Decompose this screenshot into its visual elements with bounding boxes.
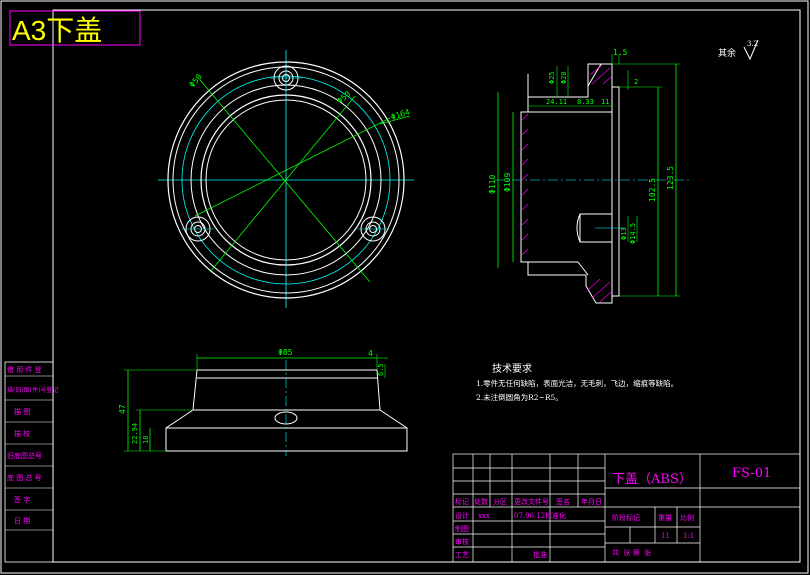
side-dim-depth-c: 11 — [601, 98, 609, 106]
left-strip: 借 用 件 登 描(旧)图(件)号登记 描 图 描 校 旧底图总号 底 图 总 … — [4, 361, 58, 563]
front-view: Φ85 4 6.5 47 22.94 18 — [118, 348, 408, 456]
top-dim-2: Φ50 — [336, 89, 353, 105]
weight-header: 重量 — [658, 514, 672, 522]
title-block — [452, 453, 801, 563]
top-view: Φ50 Φ50 Φ164 — [158, 50, 414, 308]
side-dim-depth-a: 24.11 — [546, 98, 567, 106]
side-dim-lower-a: Φ13 — [620, 227, 628, 240]
rev-header-2: 处数 — [474, 497, 488, 506]
top-dim-1: Φ50 — [188, 72, 204, 89]
design-label: 设计 — [455, 511, 469, 520]
approve-label: 批准 — [533, 550, 547, 559]
sheet-count: 共 张 第 张 — [612, 548, 651, 557]
tech-item-1: 1.零件无任何缺陷，表面光洁，无毛刺，飞边，缩痕等缺陷。 — [476, 378, 678, 388]
side-dim-right-a: 102.5 — [648, 178, 657, 202]
title-overlay: A3下盖 — [12, 15, 102, 46]
inner-border — [52, 9, 801, 563]
review-label: 审核 — [455, 537, 469, 546]
side-dim-lower-b: Φ14.5 — [629, 223, 637, 244]
surface-finish-label: 其余 — [718, 47, 736, 59]
design-date: 07.06.12 — [514, 512, 545, 520]
process-label: 工艺 — [455, 551, 469, 559]
scale-value: 1:1 — [683, 532, 694, 540]
rev-header-6: 年月日 — [581, 497, 602, 506]
side-dim-right-b: 123.5 — [666, 166, 675, 190]
title-overlay-box — [9, 10, 141, 46]
drawing-number: FS-01 — [732, 466, 771, 481]
part-name: 下盖（ABS） — [612, 472, 692, 487]
side-view: 1.5 Φ110 Φ109 24.11 8.33 11 2 Φ25 Φ20 10… — [488, 48, 690, 304]
side-dim-right-small: 2 — [634, 78, 638, 86]
front-dim-step: 4 — [368, 349, 373, 358]
strip-item-1: 借 用 件 登 — [7, 365, 42, 374]
surface-finish-value: 3.2 — [747, 40, 758, 48]
rev-header-1: 标记 — [455, 497, 469, 506]
front-dim-width: Φ85 — [278, 348, 293, 357]
front-dim-height-low: 18 — [142, 436, 150, 444]
side-dim-top-small: 1.5 — [613, 48, 628, 57]
side-dim-upper-a: Φ25 — [548, 71, 556, 84]
side-dim-left-b: Φ109 — [503, 173, 512, 192]
surface-finish-icon — [743, 39, 759, 61]
standardization-label: 标准化 — [545, 511, 566, 520]
strip-item-8: 日 期 — [14, 517, 30, 525]
strip-item-3: 描 图 — [14, 407, 30, 416]
weight-value: 11 — [661, 532, 670, 540]
rev-header-4: 更改文件号 — [514, 497, 549, 506]
side-dim-upper-b: Φ20 — [560, 71, 568, 84]
strip-item-6: 底 图 总 号 — [7, 473, 42, 482]
strip-item-5: 旧底图总号 — [7, 451, 42, 460]
rev-header-3: 分区 — [493, 497, 507, 506]
front-dim-step-h: 6.5 — [377, 363, 385, 376]
front-dim-height-mid: 22.94 — [131, 423, 139, 444]
tech-requirements: 技术要求 1.零件无任何缺陷，表面光洁，无毛刺，飞边，缩痕等缺陷。 2.未注倒圆… — [476, 362, 678, 402]
rev-header-5: 签名 — [556, 497, 570, 506]
stage-header: 阶段标记 — [612, 513, 640, 522]
design-name: xxx — [478, 512, 490, 520]
front-dim-height-total: 47 — [118, 404, 127, 414]
tech-item-2: 2.未注倒圆角为R2~R5。 — [476, 392, 563, 402]
scale-header: 比例 — [680, 513, 694, 522]
strip-item-4: 描 校 — [14, 429, 30, 438]
strip-item-2: 描(旧)图(件)号登记 — [7, 386, 58, 394]
side-dim-left-a: Φ110 — [488, 175, 497, 194]
strip-item-7: 签 字 — [14, 495, 30, 504]
tech-heading: 技术要求 — [492, 362, 532, 375]
top-dim-3: Φ164 — [390, 107, 411, 122]
drafting-label: 制图 — [455, 524, 469, 533]
side-dim-depth-b: 8.33 — [577, 98, 594, 106]
